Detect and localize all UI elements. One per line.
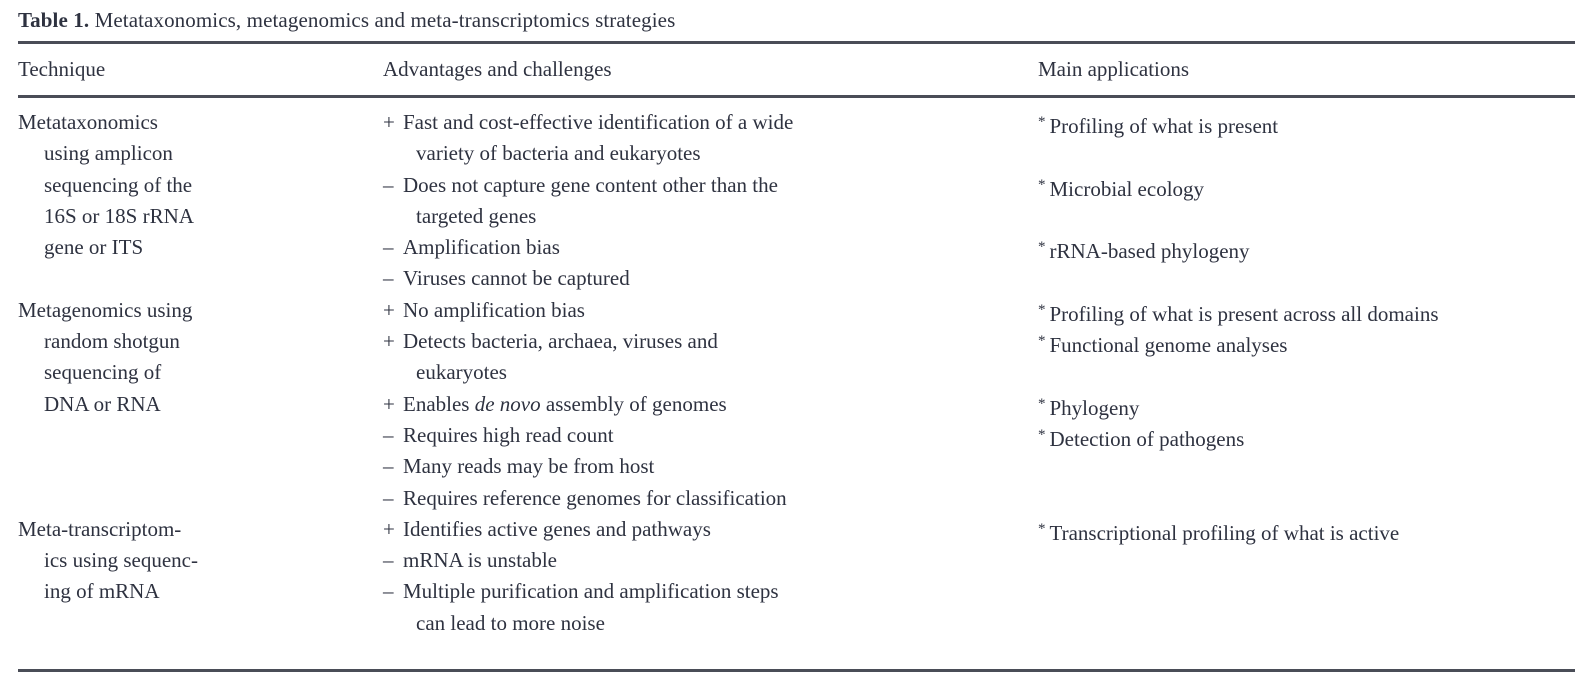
technique-line: 16S or 18S rRNA bbox=[44, 203, 194, 228]
advantage-text: mRNA is unstable bbox=[403, 548, 558, 573]
cell-technique: Metataxonomics using amplicon sequencing o… bbox=[18, 107, 383, 263]
technique-line: ics using sequenc- bbox=[44, 548, 198, 573]
cell-advantages: +Identifies active genes and pathways–mR… bbox=[383, 514, 1038, 639]
advantage-text: Viruses cannot be captured bbox=[403, 266, 630, 291]
advantage-item: + Enables de novo assembly of genomes bbox=[383, 389, 1038, 420]
advantage-text: Identifies active genes and pathways bbox=[403, 516, 711, 541]
plus-icon: + bbox=[383, 391, 395, 416]
table-row: Meta-transcriptom-ics using sequenc-ing … bbox=[18, 514, 1575, 639]
advantage-text: Multiple purification and amplification … bbox=[403, 576, 1038, 639]
advantage-item: –Requires high read count bbox=[383, 420, 1038, 451]
table-body: Metataxonomics using amplicon sequencing o… bbox=[18, 107, 1575, 639]
table-row: Metataxonomics using amplicon sequencing o… bbox=[18, 107, 1575, 295]
asterisk-icon: * bbox=[1038, 239, 1046, 256]
plus-icon: + bbox=[383, 516, 395, 541]
table-header-row: Technique Advantages and challenges Main… bbox=[18, 44, 1575, 95]
minus-icon: – bbox=[383, 485, 394, 510]
advantage-text: Requires high read count bbox=[403, 422, 614, 447]
application-item: *Functional genome analyses bbox=[1038, 333, 1288, 358]
minus-icon: – bbox=[383, 454, 394, 479]
table-caption-label: Table 1. bbox=[18, 8, 90, 32]
cell-applications: *Profiling of what is present across all… bbox=[1038, 295, 1575, 451]
column-header-applications: Main applications bbox=[1038, 57, 1190, 81]
table-caption: Table 1. Metataxonomics, metagenomics an… bbox=[18, 0, 1575, 35]
advantage-item: –Does not capture gene content other tha… bbox=[383, 170, 1038, 233]
plus-icon: + bbox=[383, 297, 395, 322]
advantage-text: Many reads may be from host bbox=[403, 454, 655, 479]
application-item: *Profiling of what is present across all… bbox=[1038, 301, 1439, 326]
minus-icon: – bbox=[383, 579, 394, 604]
asterisk-icon: * bbox=[1038, 114, 1046, 130]
technique-line: ing of mRNA bbox=[44, 579, 160, 604]
asterisk-icon: * bbox=[1038, 301, 1046, 318]
italic-term: de novo bbox=[474, 391, 541, 416]
table-rule-bottom bbox=[18, 669, 1575, 672]
application-item: *Transcriptional profiling of what is ac… bbox=[1038, 520, 1400, 545]
table-caption-text: Metataxonomics, metagenomics and meta-tr… bbox=[89, 8, 676, 32]
advantage-text: Fast and cost-effective identification o… bbox=[403, 107, 1038, 170]
asterisk-icon: * bbox=[1038, 333, 1046, 350]
cell-advantages: + Fast and cost-effective identification … bbox=[383, 107, 1038, 295]
technique-line: using amplicon bbox=[44, 141, 173, 166]
minus-icon: – bbox=[383, 235, 394, 260]
minus-icon: – bbox=[383, 266, 394, 291]
advantage-item: + Identifies active genes and pathways bbox=[383, 514, 1038, 545]
technique-line: Meta-transcriptom- bbox=[18, 516, 182, 541]
advantage-item: –Requires reference genomes for classifi… bbox=[383, 483, 1038, 514]
technique-line: sequencing of the bbox=[44, 172, 193, 197]
advantage-text: Amplification bias bbox=[403, 235, 560, 260]
advantage-text-continuation: targeted genes bbox=[416, 203, 537, 228]
advantage-text-continuation: eukaryotes bbox=[416, 360, 507, 385]
advantage-item: + Fast and cost-effective identification … bbox=[383, 107, 1038, 170]
advantage-text-continuation: can lead to more noise bbox=[416, 610, 605, 635]
application-spacer bbox=[1038, 138, 1575, 169]
asterisk-icon: * bbox=[1038, 520, 1046, 537]
advantage-text: Requires reference genomes for classific… bbox=[403, 485, 787, 510]
cell-applications: *Transcriptional profiling of what is ac… bbox=[1038, 514, 1575, 545]
technique-line: sequencing of bbox=[44, 360, 162, 385]
table-rule-header bbox=[18, 95, 1575, 98]
plus-icon: + bbox=[383, 329, 395, 354]
advantage-text-continuation: variety of bacteria and eukaryotes bbox=[416, 141, 701, 166]
application-item: *rRNA-based phylogeny bbox=[1038, 239, 1250, 264]
minus-icon: – bbox=[383, 422, 394, 447]
advantage-text: Does not capture gene content other than… bbox=[403, 170, 1038, 233]
advantage-item: + No amplification bias bbox=[383, 295, 1038, 326]
cell-technique: Meta-transcriptom-ics using sequenc-ing … bbox=[18, 514, 383, 608]
advantage-item: –Many reads may be from host bbox=[383, 451, 1038, 482]
advantage-item: –Multiple purification and amplification… bbox=[383, 576, 1038, 639]
cell-technique: Metagenomics using random shotgun sequenci… bbox=[18, 295, 383, 420]
application-item: *Detection of pathogens bbox=[1038, 426, 1245, 451]
plus-icon: + bbox=[383, 110, 395, 134]
table-rule-top bbox=[18, 41, 1575, 44]
advantage-item: –Viruses cannot be captured bbox=[383, 263, 1038, 294]
technique-line: gene or ITS bbox=[44, 235, 144, 260]
table-row: Metagenomics using random shotgun sequenci… bbox=[18, 295, 1575, 514]
asterisk-icon: * bbox=[1038, 176, 1046, 193]
minus-icon: – bbox=[383, 172, 394, 197]
advantage-text: Enables de novo assembly of genomes bbox=[403, 391, 727, 416]
cell-applications: *Profiling of what is present *Microbial … bbox=[1038, 107, 1575, 263]
application-spacer bbox=[1038, 201, 1575, 232]
column-header-advantages: Advantages and challenges bbox=[383, 57, 612, 81]
application-spacer bbox=[1038, 357, 1575, 388]
asterisk-icon: * bbox=[1038, 395, 1046, 412]
advantage-item: –Amplification bias bbox=[383, 232, 1038, 263]
advantage-item: –mRNA is unstable bbox=[383, 545, 1038, 576]
application-item: *Profiling of what is present bbox=[1038, 114, 1279, 138]
application-item: *Microbial ecology bbox=[1038, 176, 1205, 201]
application-item: *Phylogeny bbox=[1038, 395, 1140, 420]
technique-line: Metagenomics using bbox=[18, 297, 193, 322]
technique-line: DNA or RNA bbox=[44, 391, 161, 416]
column-header-technique: Technique bbox=[18, 57, 106, 81]
technique-line: random shotgun bbox=[44, 329, 180, 354]
cell-advantages: + No amplification bias + Detects bacteria,… bbox=[383, 295, 1038, 514]
advantage-text: No amplification bias bbox=[403, 297, 585, 322]
minus-icon: – bbox=[383, 548, 394, 573]
technique-line: Metataxonomics bbox=[18, 110, 158, 134]
asterisk-icon: * bbox=[1038, 426, 1046, 443]
